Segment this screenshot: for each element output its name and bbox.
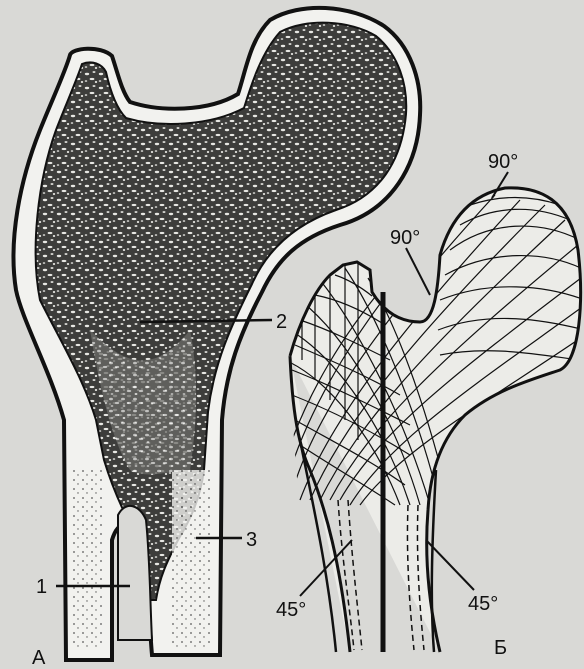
angle-90-head-label: 90° <box>488 151 518 173</box>
panel-a-cortex-right <box>172 470 212 650</box>
angle-45-right-label: 45° <box>468 593 498 615</box>
panel-a-medullary-canal <box>118 506 152 640</box>
angle-90-neck-label: 90° <box>390 227 420 249</box>
panel-b-label: Б <box>494 637 507 659</box>
angle-90-neck-leader <box>406 248 430 295</box>
callout-1-label: 1 <box>36 576 47 598</box>
callout-3-label: 3 <box>246 529 257 551</box>
callout-2-label: 2 <box>276 311 287 333</box>
panel-b-drawing <box>275 188 584 652</box>
angle-45-left-label: 45° <box>276 599 306 621</box>
panel-b-femur-outline <box>290 188 581 652</box>
panel-a-label: А <box>32 647 46 669</box>
angle-45-left-leader <box>300 540 352 596</box>
panel-a-cortex-left <box>72 470 102 650</box>
panel-b-medullary-line-left-2 <box>348 500 362 650</box>
